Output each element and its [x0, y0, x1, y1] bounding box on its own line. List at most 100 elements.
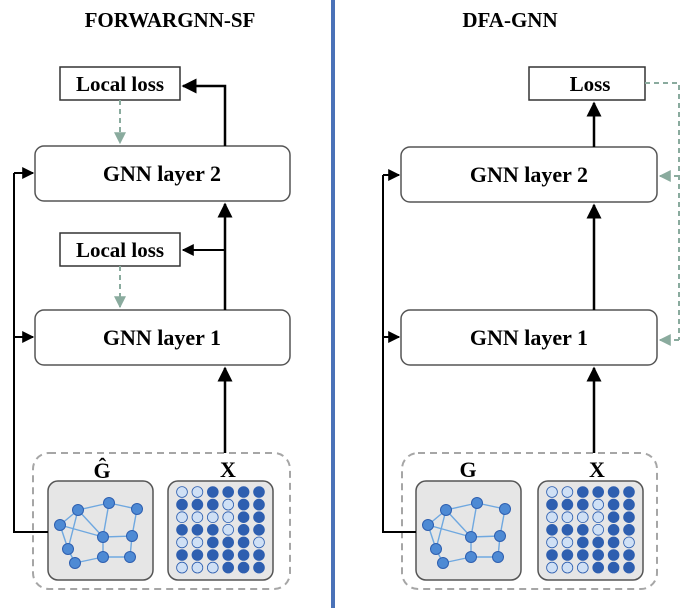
matrix-cell [561, 536, 574, 549]
matrix-cell [576, 498, 589, 511]
matrix-cell [206, 536, 219, 549]
matrix-cell [191, 486, 204, 498]
right-panel: DFA-GNN Loss GNN layer 2 GNN layer 1 G X [382, 8, 680, 590]
matrix-cell [253, 498, 265, 511]
matrix-cell [253, 549, 265, 561]
matrix-cell [191, 561, 204, 574]
matrix-cell [592, 536, 604, 549]
matrix-cell [206, 561, 219, 574]
matrix-cell [607, 511, 620, 524]
matrix-cell [561, 523, 574, 536]
right-feedback-line [645, 82, 680, 340]
left-layer1-box [34, 309, 291, 366]
matrix-cell [546, 523, 558, 536]
matrix-cell [592, 486, 604, 498]
left-input-container [32, 452, 291, 590]
matrix-cell [206, 486, 219, 498]
matrix-cell [222, 486, 234, 498]
matrix-cell [191, 549, 204, 561]
matrix-cell [546, 486, 558, 498]
matrix-cell [576, 549, 589, 561]
matrix-cell [592, 549, 604, 561]
matrix-cell [237, 549, 250, 561]
left-graph [54, 497, 143, 569]
matrix-cell [576, 536, 589, 549]
matrix-cell [176, 536, 188, 549]
left-arrow-to-top-loss [181, 78, 227, 146]
matrix-cell [191, 511, 204, 524]
right-layer1-box [400, 309, 658, 366]
matrix-cell [222, 523, 234, 536]
matrix-cell [253, 561, 265, 574]
matrix-cell [623, 486, 635, 498]
matrix-cell [191, 498, 204, 511]
matrix-cell [623, 536, 635, 549]
left-graph-label: Ĝ [93, 458, 110, 483]
left-feature-label: X [220, 457, 236, 482]
matrix-cell [623, 549, 635, 561]
matrix-cell [546, 549, 558, 561]
matrix-cell [253, 536, 265, 549]
matrix-cell [191, 536, 204, 549]
right-graph-label: G [459, 457, 476, 482]
matrix-cell [237, 561, 250, 574]
matrix-cell [561, 561, 574, 574]
left-layer2-label: GNN layer 2 [103, 161, 221, 186]
right-layer2-box [400, 146, 658, 203]
matrix-cell [576, 523, 589, 536]
matrix-cell [206, 511, 219, 524]
right-loss-box [528, 66, 646, 101]
matrix-cell [623, 498, 635, 511]
left-graph-panel [47, 480, 154, 581]
matrix-cell [191, 523, 204, 536]
matrix-cell [561, 549, 574, 561]
matrix-cell [206, 549, 219, 561]
right-feature-label: X [589, 457, 605, 482]
matrix-cell [576, 511, 589, 524]
right-input-container [401, 452, 658, 590]
matrix-cell [546, 511, 558, 524]
matrix-cell [546, 561, 558, 574]
matrix-cell [576, 486, 589, 498]
matrix-cell [176, 486, 188, 498]
matrix-cell [237, 536, 250, 549]
matrix-cell [592, 511, 604, 524]
right-layer2-label: GNN layer 2 [470, 162, 588, 187]
matrix-cell [237, 498, 250, 511]
right-feature-matrix [546, 486, 635, 574]
right-skip-line [382, 175, 416, 533]
matrix-cell [176, 561, 188, 574]
right-graph [422, 497, 511, 569]
matrix-cell [546, 498, 558, 511]
matrix-cell [561, 511, 574, 524]
matrix-cell [253, 511, 265, 524]
matrix-cell [206, 523, 219, 536]
matrix-cell [623, 561, 635, 574]
matrix-cell [222, 561, 234, 574]
matrix-cell [253, 523, 265, 536]
right-title: DFA-GNN [462, 8, 557, 32]
left-title: FORWARGNN-SF [85, 8, 256, 32]
matrix-cell [176, 549, 188, 561]
left-feature-matrix [176, 486, 265, 574]
matrix-cell [607, 523, 620, 536]
left-layer1-label: GNN layer 1 [103, 325, 221, 350]
matrix-cell [237, 511, 250, 524]
matrix-cell [623, 523, 635, 536]
matrix-cell [206, 498, 219, 511]
left-top-loss-label: Local loss [76, 72, 164, 96]
matrix-cell [561, 486, 574, 498]
matrix-cell [592, 523, 604, 536]
matrix-cell [607, 561, 620, 574]
matrix-cell [592, 561, 604, 574]
left-panel: FORWARGNN-SF Local loss GNN layer 2 Loca… [13, 8, 291, 590]
right-graph-panel [415, 480, 522, 581]
matrix-cell [607, 549, 620, 561]
matrix-cell [546, 536, 558, 549]
matrix-cell [592, 498, 604, 511]
matrix-cell [576, 561, 589, 574]
matrix-cell [222, 511, 234, 524]
matrix-cell [176, 511, 188, 524]
matrix-cell [607, 536, 620, 549]
